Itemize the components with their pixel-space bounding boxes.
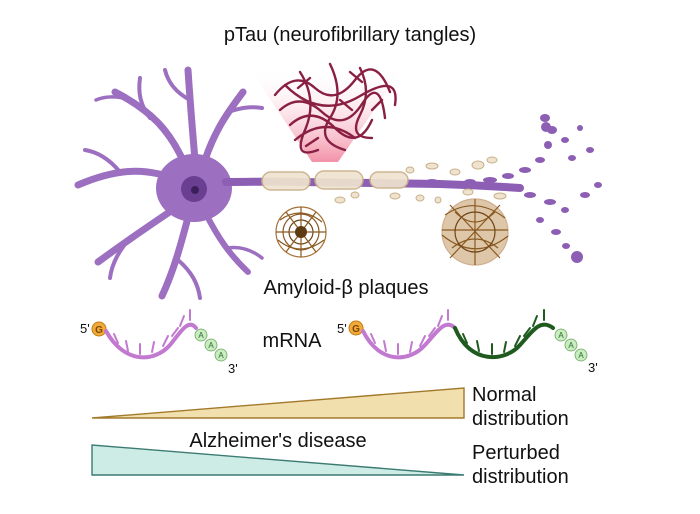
amyloid-plaques-label: Amyloid-β plaques [264,277,429,299]
normal-label-line1: Normal [472,384,536,406]
normal-distribution-wedge [91,387,465,419]
mrna-left-cap-label: G [95,325,103,336]
mrna-left-3prime: 3' [228,361,238,376]
diagram-title: pTau (neurofibrillary tangles) [224,24,476,46]
mrna-right-polya-2-icon [564,338,578,352]
mrna-right: 5' G A A A 3' [337,309,598,375]
tangle-glow-cone [248,66,405,162]
myelin-sheaths [261,170,409,191]
axon-fragments [409,114,602,263]
perturbed-distribution-wedge [91,444,465,476]
amyloid-plaque-left-icon [275,206,327,258]
perturbed-label-line1: Perturbed [472,442,560,464]
mrna-right-strand-purple [361,322,457,360]
mrna-right-bases-green [462,309,545,355]
mrna-left-bases [113,309,191,355]
mrna-label: mRNA [263,330,323,352]
neuron-icon [74,66,602,300]
normal-label-line2: distribution [472,408,569,430]
mrna-right-polya-3-icon [574,348,588,362]
perturbed-label-line2: distribution [472,466,569,488]
mrna-left-polya-1: A [198,331,204,340]
mrna-left-polya-3: A [218,351,224,360]
mrna-right-polya-1: A [558,331,564,340]
myelin-debris [334,156,507,204]
mrna-left-polya-2: A [208,341,214,350]
nucleolus [191,186,199,194]
mrna-right-strand-green [453,322,555,360]
mrna-right-5prime: 5' [337,321,347,336]
mrna-right-polya-3: A [578,351,584,360]
mrna-right-cap-label: G [352,324,360,335]
mrna-right-bases-purple [370,309,449,355]
mrna-right-cap-icon [348,320,364,336]
mrna-right-polya-2: A [568,341,574,350]
alzheimers-disease-label: Alzheimer's disease [189,430,366,452]
mrna-left-polya-2-icon [204,338,218,352]
amyloid-plaque-right-icon [441,198,509,266]
mrna-left-polya-1-icon [194,328,208,342]
mrna-left-strand [104,322,198,360]
mrna-right-3prime: 3' [588,360,598,375]
mrna-right-polya-1-icon [554,328,568,342]
mrna-left-polya-3-icon [214,348,228,362]
mrna-left: 5' G A A A 3' [80,309,238,376]
ptau-tangle-icon [273,62,397,154]
mrna-left-5prime: 5' [80,321,90,336]
